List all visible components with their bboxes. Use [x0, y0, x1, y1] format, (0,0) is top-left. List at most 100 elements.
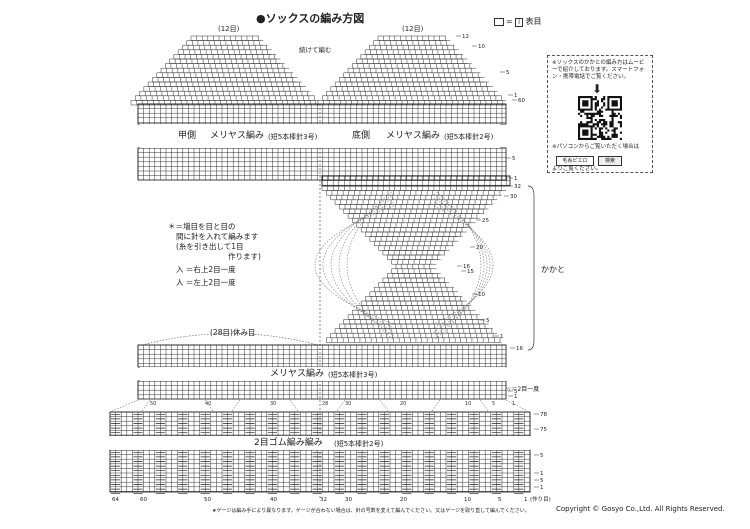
top-left-count: (12目)	[218, 25, 240, 33]
heel-bracket	[527, 185, 535, 351]
connector-right	[505, 399, 529, 412]
upper-right-part: 底側	[352, 131, 371, 141]
connector-6	[431, 399, 441, 412]
note-k2tog-left: 人 ＝左上2目一度	[176, 278, 236, 287]
rib-stitch: 2目ゴム編み編み	[254, 438, 323, 448]
note-line-1: ＊＝増目を目と目の	[168, 222, 236, 231]
heel-arc-right-2	[433, 197, 488, 333]
toe-left-grid-lines	[130, 35, 319, 106]
row-number-7: 32	[514, 184, 521, 190]
connector-3	[289, 399, 299, 412]
stitch-marker-3: 28	[322, 401, 328, 407]
axis-label-0: 64	[112, 497, 119, 503]
upper-right-stitch: メリヤス編み	[386, 131, 441, 141]
row-number-16: 16	[516, 346, 523, 352]
row-number-2: 5	[506, 70, 510, 76]
upper-left-part: 甲側	[178, 131, 197, 141]
connector-7	[479, 399, 489, 412]
note-k2tog-right: 入 ＝右上2目一度	[176, 265, 236, 274]
row-number-17: 5	[514, 389, 518, 395]
down-arrow-icon: ⬇	[592, 82, 603, 96]
legend-suffix: 表目	[525, 17, 542, 26]
row-number-9: 25	[482, 218, 489, 224]
middle-needle: (短5本棒針3号)	[328, 371, 378, 379]
toe-base-grid	[137, 103, 507, 125]
row-number-10: 20	[476, 245, 483, 251]
row-number-21: 5	[540, 453, 544, 459]
connector-0	[141, 399, 151, 412]
connector-1	[204, 399, 214, 412]
upper-right-needle: (短5本棒針2号)	[444, 133, 494, 141]
search-field[interactable]: 毛糸ピエロ	[556, 156, 594, 166]
heel-grid	[321, 185, 506, 343]
row-number-23: 5	[540, 478, 544, 484]
rest-arc	[141, 333, 319, 346]
row-number-20: 75	[540, 427, 547, 433]
row-number-15: 1	[500, 334, 504, 340]
connector-5	[379, 399, 389, 412]
connector-4	[336, 399, 346, 412]
qr-modules	[578, 96, 622, 140]
instep-grid-lines	[137, 147, 506, 180]
axis-label-2: 50	[204, 497, 211, 503]
row-number-14: 5	[486, 318, 490, 324]
decrease-note: ☆＝2目一度	[506, 386, 540, 393]
heel-arc-left-2	[330, 197, 395, 333]
toe-right-grid-lines	[317, 35, 506, 106]
stitch-marker-2: 30	[270, 401, 276, 407]
qr-code-icon[interactable]	[578, 96, 622, 140]
stitch-marker-6: 10	[465, 401, 471, 407]
axis-label-7: 10	[464, 497, 471, 503]
heel-top-grid-lines	[321, 175, 510, 186]
row-number-1: 10	[478, 44, 485, 50]
heel-arc-left-3	[322, 201, 395, 329]
heel-top-grid	[321, 175, 511, 187]
stitch-marker-1: 40	[205, 401, 211, 407]
leg-upper-grid	[137, 344, 507, 368]
leg-upper-grid-lines	[137, 344, 506, 367]
rib-needle: (短5本棒針2号)	[334, 440, 384, 448]
row-number-11: 16	[463, 264, 470, 270]
heel-arc-right-3	[433, 201, 491, 329]
stitch-marker-5: 20	[400, 401, 406, 407]
note-line-4: 作ります)	[228, 252, 261, 261]
toe-base-grid-border	[137, 103, 507, 125]
top-right-count: (12目)	[402, 25, 424, 33]
leg-upper-grid-border	[137, 344, 507, 368]
connector-2	[231, 399, 241, 412]
qr-text-2: ※パソコンからご覧いただく場合は	[552, 144, 640, 150]
leg-lower-grid-lines	[137, 380, 506, 399]
toe-base-grid-lines	[137, 103, 506, 124]
join-note: 続けて編む	[299, 44, 332, 54]
heel-arc-right-4	[433, 205, 494, 325]
instep-grid	[137, 147, 507, 181]
rest-stitches-label: (28目)休み目	[210, 328, 256, 337]
row-number-6: 1	[514, 176, 518, 182]
search-button[interactable]: 検索	[598, 156, 622, 166]
upper-left-needle: (短5本棒針3号)	[268, 133, 318, 141]
leg-lower-grid-border	[137, 380, 507, 400]
axis-label-1: 60	[140, 497, 147, 503]
heel-arc-right-0	[433, 189, 482, 341]
row-number-5: 5	[512, 156, 516, 162]
qr-text-1: ※ソックスのかかとの編み方はムービーで紹介しております。スマートフォン・携帯電話…	[552, 60, 645, 80]
axis-label-4: 32	[320, 497, 327, 503]
chart-title: ●ソックスの編み方図	[256, 12, 365, 25]
footnote: ★ゲージは編み手により異なります。ゲージが合わない場合は、針の号数を変えて編んで…	[212, 508, 530, 514]
row-number-8: 30	[510, 194, 517, 200]
legend-equals: =	[506, 17, 516, 26]
row-number-19: 78	[540, 412, 547, 418]
stitch-marker-8: 1	[512, 401, 515, 407]
upper-band: 甲側 メリヤス編み (短5本棒針3号) 底側 メリヤス編み (短5本棒針2号)	[140, 124, 500, 148]
rib-band: 2目ゴム編み編み (短5本棒針2号)	[110, 436, 530, 450]
row-number-24: 1	[540, 485, 544, 491]
heel-label: かかと	[541, 265, 565, 274]
copyright: Copyright © Gosyo Co.,Ltd. All Rights Re…	[556, 505, 725, 513]
axis-label-5: 30	[345, 497, 352, 503]
row-number-13: 10	[478, 292, 485, 298]
row-number-18: 1	[514, 394, 518, 400]
toe-right-grid	[317, 35, 506, 106]
connector-left	[111, 399, 139, 412]
